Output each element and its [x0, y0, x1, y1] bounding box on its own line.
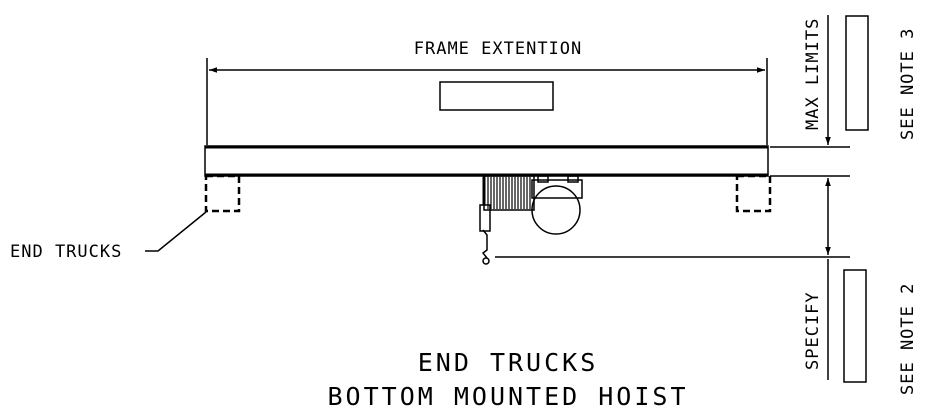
- end-truck-left: [204, 174, 241, 213]
- hook-block: [479, 204, 491, 232]
- max-limits-label: MAX LIMITS: [803, 18, 823, 130]
- see-note-3-label: SEE NOTE 3: [898, 28, 918, 140]
- hook: [481, 229, 488, 259]
- frame-extension-label: FRAME EXTENTION: [414, 39, 583, 59]
- hook-tip: [482, 257, 490, 265]
- see-note-2-label: SEE NOTE 2: [898, 283, 918, 395]
- hoist-icon: [479, 175, 583, 265]
- specify-label: SPECIFY: [803, 291, 823, 370]
- note-3-box: [845, 15, 869, 131]
- title-line-2: BOTTOM MOUNTED HOIST: [327, 382, 688, 411]
- note-2-box: [843, 269, 867, 383]
- vertical-dimensions: [495, 15, 850, 380]
- girder-body: [204, 145, 769, 177]
- bridge-girder: [204, 145, 769, 177]
- end-trucks-callout: END TRUCKS: [10, 211, 207, 262]
- title-line-1: END TRUCKS: [418, 348, 599, 377]
- end-trucks-callout-label: END TRUCKS: [10, 242, 122, 262]
- hoist-mount-b: [567, 175, 579, 183]
- hoist-mount-a: [537, 175, 549, 183]
- hoist-gearbox: [531, 179, 583, 199]
- hoist-motor: [531, 185, 581, 235]
- nameplate-box: [439, 81, 554, 111]
- end-truck-icon: [204, 174, 241, 213]
- end-truck-icon: [735, 174, 772, 213]
- frame-extension-dimension: FRAME EXTENTION: [206, 39, 768, 145]
- callout-leader: [145, 211, 207, 252]
- end-truck-right: [735, 174, 772, 213]
